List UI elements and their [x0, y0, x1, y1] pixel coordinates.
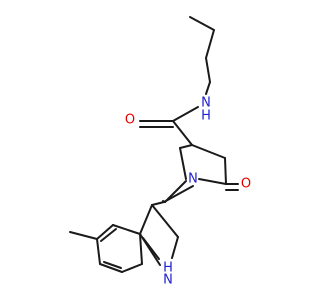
- bond-21: [139, 204, 153, 235]
- bond-1: [205, 29, 215, 59]
- bond-9: [224, 157, 227, 185]
- molecule-structure-diagram: N H O N O H N: [0, 0, 300, 300]
- amide-nitrogen-h-label: H: [201, 109, 211, 124]
- bond-19: [151, 204, 179, 238]
- bond-10: [198, 178, 227, 185]
- bond-lines: [69, 16, 239, 273]
- amide-oxygen-label: O: [125, 113, 135, 128]
- bond-12: [179, 144, 193, 149]
- bond-27: [99, 263, 123, 273]
- ring-oxygen-label: O: [241, 177, 251, 192]
- bond-26: [96, 238, 101, 265]
- indole-n-label: N: [163, 273, 173, 288]
- bond-4: [172, 106, 199, 122]
- bond-7: [172, 120, 193, 146]
- bond-18: [151, 201, 165, 206]
- canvas-background: [0, 0, 300, 300]
- bond-25: [96, 224, 114, 240]
- bond-24: [112, 224, 141, 235]
- bond-20: [171, 236, 179, 259]
- bond-29: [139, 233, 143, 265]
- bond-32: [69, 231, 98, 240]
- bond-17: [163, 185, 194, 203]
- amide-nitrogen-label: N: [201, 96, 211, 111]
- bond-23: [142, 237, 160, 260]
- atom-labels: N H O N O H N: [125, 96, 251, 288]
- bond-2: [205, 57, 211, 83]
- bond-31: [100, 228, 117, 242]
- ring-nitrogen-label: N: [188, 172, 198, 187]
- bond-30: [103, 261, 122, 269]
- bond-28: [121, 263, 143, 273]
- bond-8: [191, 144, 226, 159]
- bond-11: [179, 147, 187, 180]
- bond-3: [205, 81, 211, 95]
- bond-0: [189, 16, 215, 31]
- indole-h-label: H: [163, 261, 173, 276]
